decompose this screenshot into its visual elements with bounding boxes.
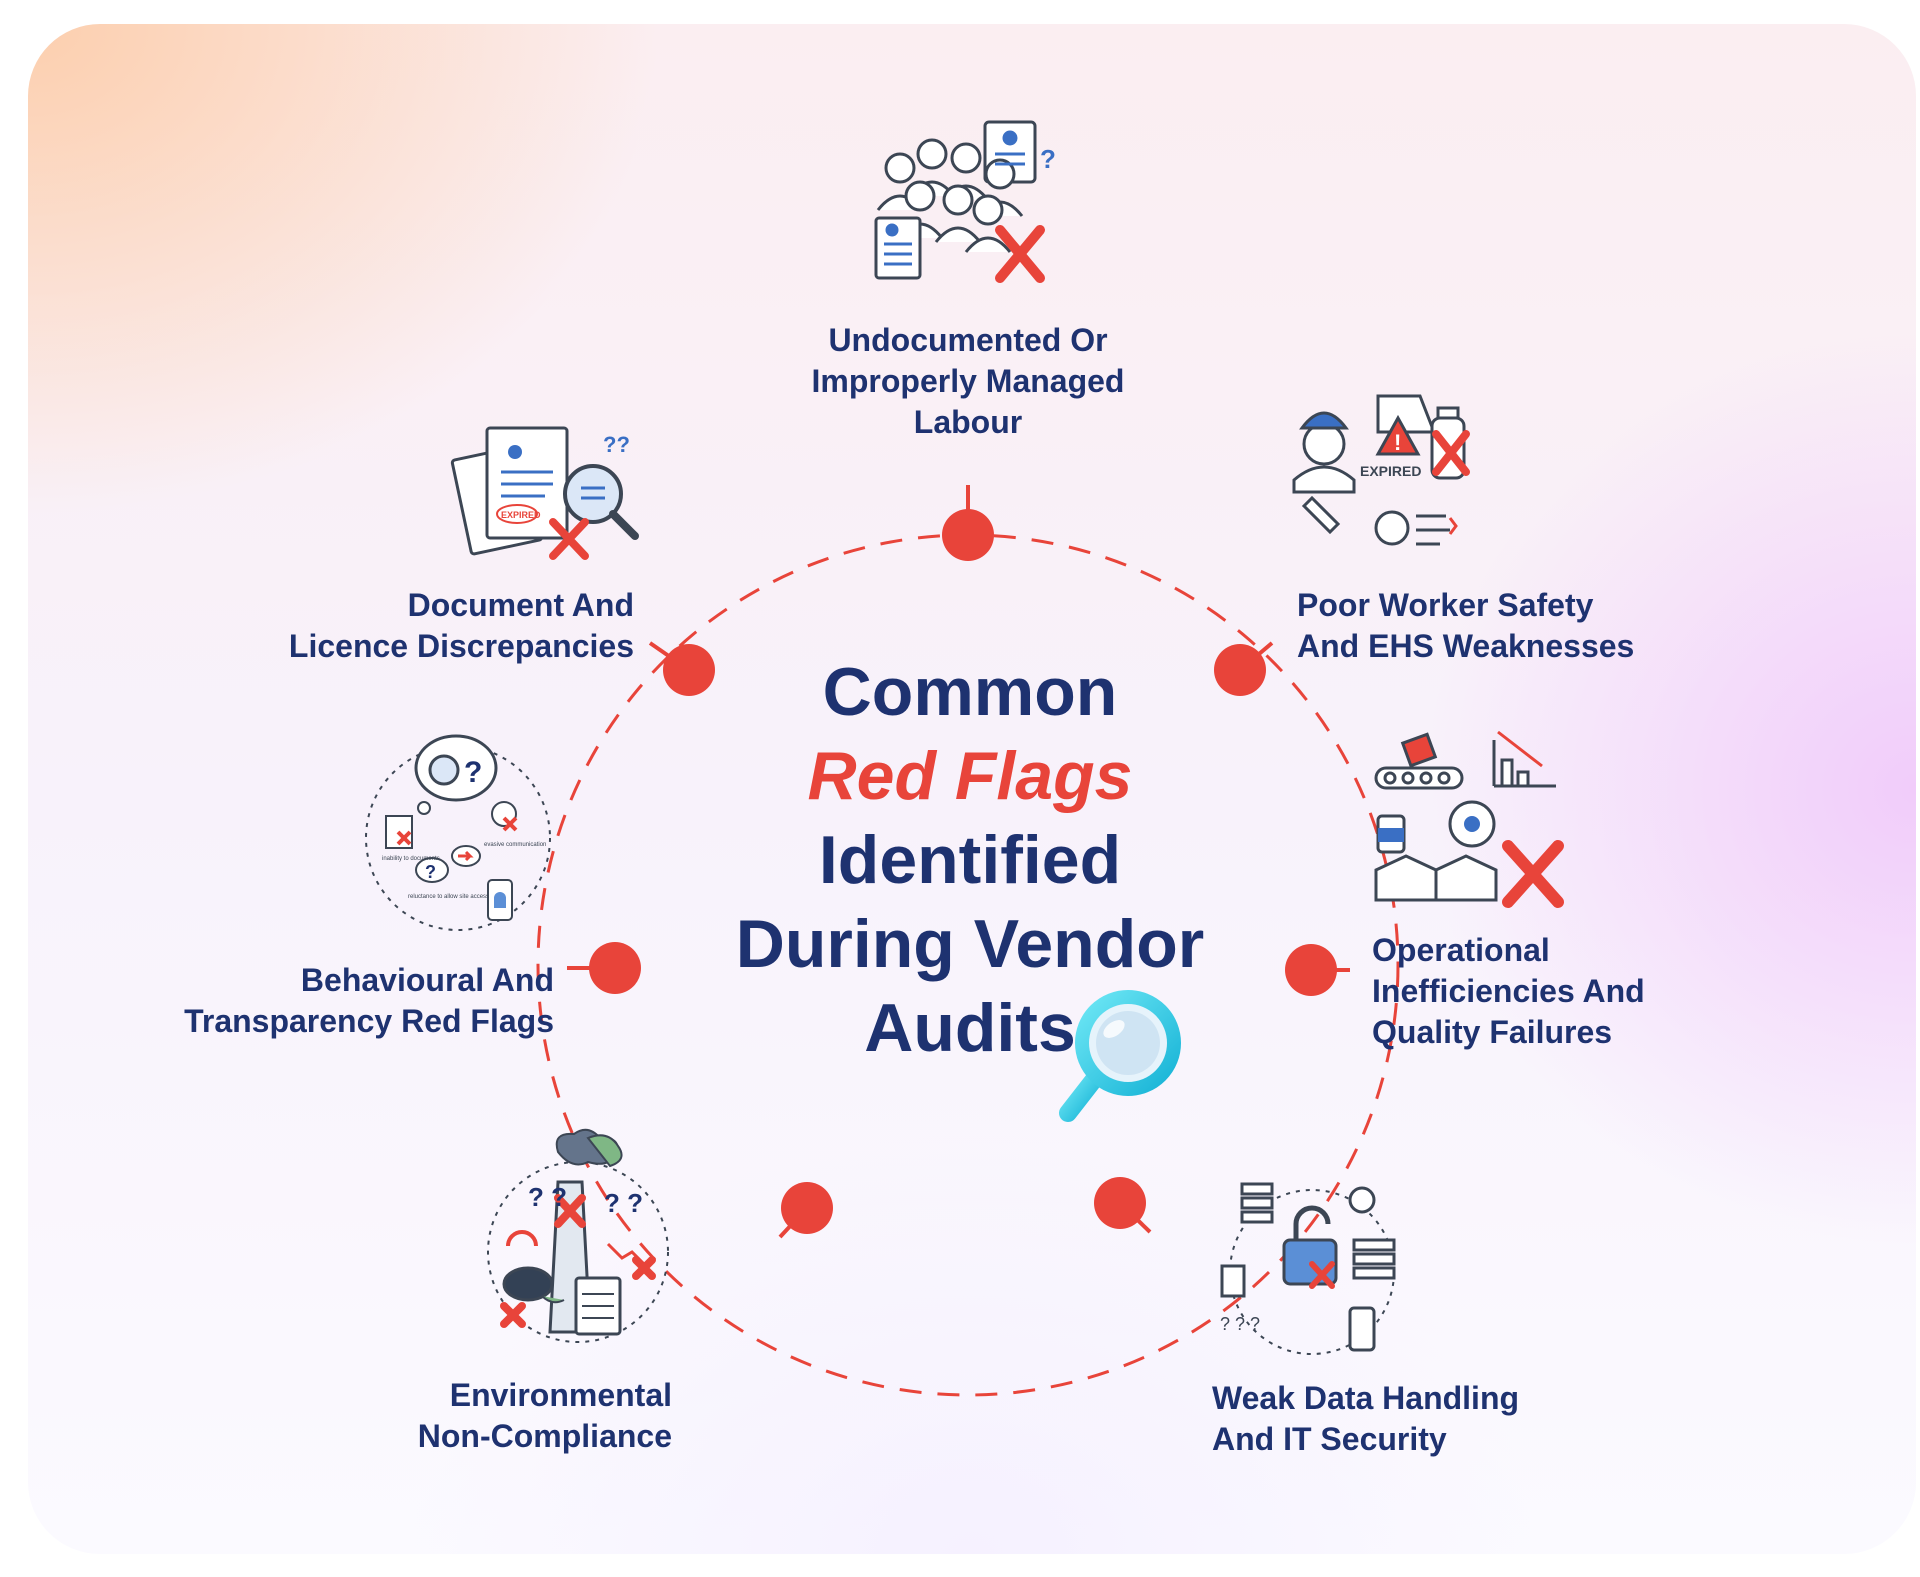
node-document: [663, 644, 715, 696]
svg-text:?: ?: [425, 862, 436, 882]
item-label-document: Document And Licence Discrepancies: [288, 587, 634, 664]
background-card: [28, 24, 1916, 1554]
svg-text:? ?: ? ?: [528, 1182, 567, 1212]
behaviour-note: evasive communication: [484, 842, 546, 848]
node-behavioural: [589, 942, 641, 994]
svg-text:? ? ?: ? ? ?: [1220, 1314, 1260, 1334]
factory-pollution-icon: ? ? ? ?: [487, 1128, 669, 1343]
item-label-operational: Operational Inefficiencies And Quality F…: [1372, 932, 1645, 1050]
operations-gear-icon: [1374, 730, 1564, 908]
documents-magnifier-icon: EXPIRED ??: [450, 426, 639, 560]
behaviour-note: reluctance to allow site access: [408, 894, 489, 900]
behaviour-questions-icon: ? ? inability to documents evasive commu…: [365, 734, 551, 931]
item-label-data: Weak Data Handling And IT Security: [1212, 1380, 1520, 1457]
title-line: Identified: [818, 822, 1122, 898]
svg-text:??: ??: [603, 432, 630, 457]
svg-text:? ?: ? ?: [604, 1188, 643, 1218]
node-data: [1094, 1177, 1146, 1229]
node-labour: [942, 509, 994, 561]
node-operational: [1285, 944, 1337, 996]
page-title: Common Red Flags Identified During Vendo…: [680, 650, 1260, 1070]
svg-text:?: ?: [1040, 144, 1056, 174]
item-label-environmental: Environmental Non-Compliance: [417, 1377, 672, 1454]
node-environmental: [781, 1182, 833, 1234]
labour-workers-document-icon: ?: [874, 120, 1056, 283]
magnifier-icon: [1059, 990, 1181, 1122]
title-line: During Vendor: [735, 906, 1205, 982]
item-label-behavioural: Behavioural And Transparency Red Flags: [184, 962, 554, 1039]
behaviour-note: inability to documents: [382, 856, 440, 862]
item-label-safety: Poor Worker Safety And EHS Weaknesses: [1297, 587, 1635, 664]
expired-stamp: EXPIRED: [501, 510, 541, 520]
title-line: Audits: [864, 990, 1076, 1066]
svg-text:?: ?: [464, 756, 482, 789]
expired-stamp: EXPIRED: [1360, 463, 1421, 479]
svg-text:!: !: [1394, 430, 1401, 455]
title-line: Common: [822, 654, 1118, 730]
data-security-lock-icon: ? ? ?: [1220, 1182, 1396, 1355]
title-highlight: Red Flags: [807, 738, 1133, 814]
safety-equipment-icon: ! EXPIRED: [1292, 394, 1470, 546]
node-safety: [1214, 644, 1266, 696]
item-label-labour: Undocumented Or Improperly Managed Labou…: [811, 322, 1125, 440]
